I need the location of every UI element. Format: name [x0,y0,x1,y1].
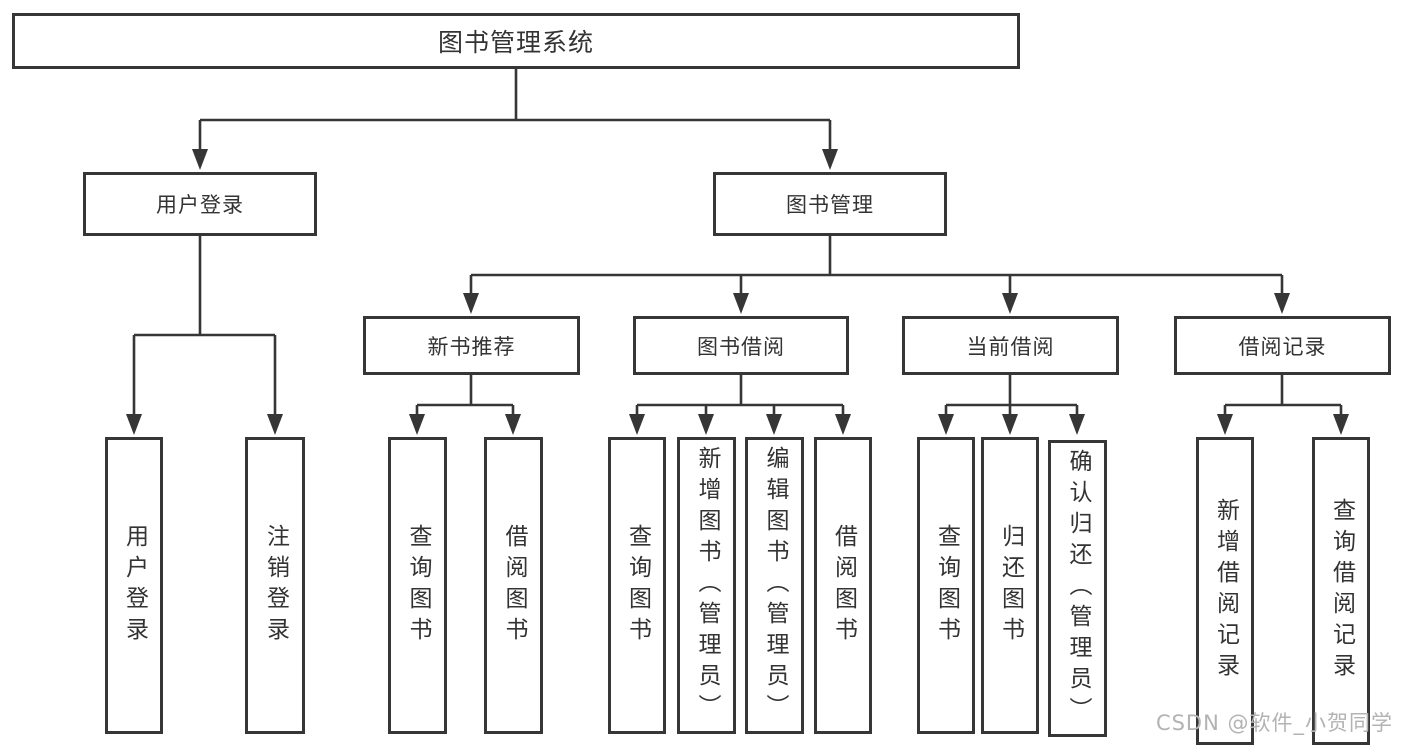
leaf-add-book-admin: 新增图书（管理员） [677,437,736,734]
leaf-label: 查询图书 [405,523,431,648]
leaf-label: 借阅图书 [830,523,857,648]
leaf-label: 借阅图书 [501,523,527,648]
node-label: 用户登录 [156,193,244,217]
leaf-add-borrow-record: 新增借阅记录 [1196,437,1254,745]
connector-book-management-branch [463,236,1290,314]
leaf-label: 用户登录 [121,523,148,648]
leaf-user-login: 用户登录 [105,437,163,734]
leaf-edit-book-admin: 编辑图书（管理员） [745,437,804,734]
leaf-label: 注销登录 [262,523,289,648]
leaf-logout: 注销登录 [245,437,305,734]
node-current-borrowing: 当前借阅 [902,316,1119,375]
leaf-confirm-return-admin: 确认归还（管理员） [1048,440,1107,737]
node-borrowing-records: 借阅记录 [1174,316,1391,375]
node-label: 当前借阅 [966,334,1055,359]
leaf-label: 归还图书 [997,523,1024,648]
leaf-label: 确认归还（管理员） [1065,449,1091,728]
node-label: 新书推荐 [427,334,516,359]
node-user-login: 用户登录 [83,172,317,236]
connector-current-borrow-branch [938,375,1085,435]
node-label: 借阅记录 [1238,334,1327,359]
leaf-label: 查询借阅记录 [1328,498,1355,684]
leaf-label: 新增借阅记录 [1212,498,1239,684]
leaf-borrow-books-recommend: 借阅图书 [484,437,543,734]
leaf-label: 新增图书（管理员） [694,446,720,725]
leaf-return-books: 归还图书 [981,437,1039,734]
leaf-borrow-books: 借阅图书 [814,437,872,734]
node-book-management: 图书管理 [713,172,947,236]
leaf-label: 查询图书 [624,523,651,648]
leaf-label: 查询图书 [933,523,960,648]
leaf-query-books-recommend: 查询图书 [388,437,447,734]
node-label: 图书管理系统 [437,28,594,57]
connector-borrow-record-branch [1217,375,1349,435]
connector-book-borrow-branch [629,375,851,435]
node-label: 图书借阅 [697,334,785,359]
node-label: 图书管理 [786,193,874,217]
node-library-system: 图书管理系统 [12,13,1020,69]
leaf-label: 编辑图书（管理员） [762,446,788,725]
node-book-borrowing: 图书借阅 [633,316,849,375]
connector-user-login-branch [126,236,283,435]
node-new-book-recommend: 新书推荐 [363,316,580,375]
connector-new-book-branch [409,375,521,435]
leaf-query-books-current: 查询图书 [917,437,975,734]
csdn-watermark: CSDN @软件_小贺同学 [1155,711,1393,735]
leaf-query-books-borrow: 查询图书 [608,437,666,734]
connector-root-branch [192,68,838,170]
leaf-query-borrow-record: 查询借阅记录 [1312,437,1370,745]
